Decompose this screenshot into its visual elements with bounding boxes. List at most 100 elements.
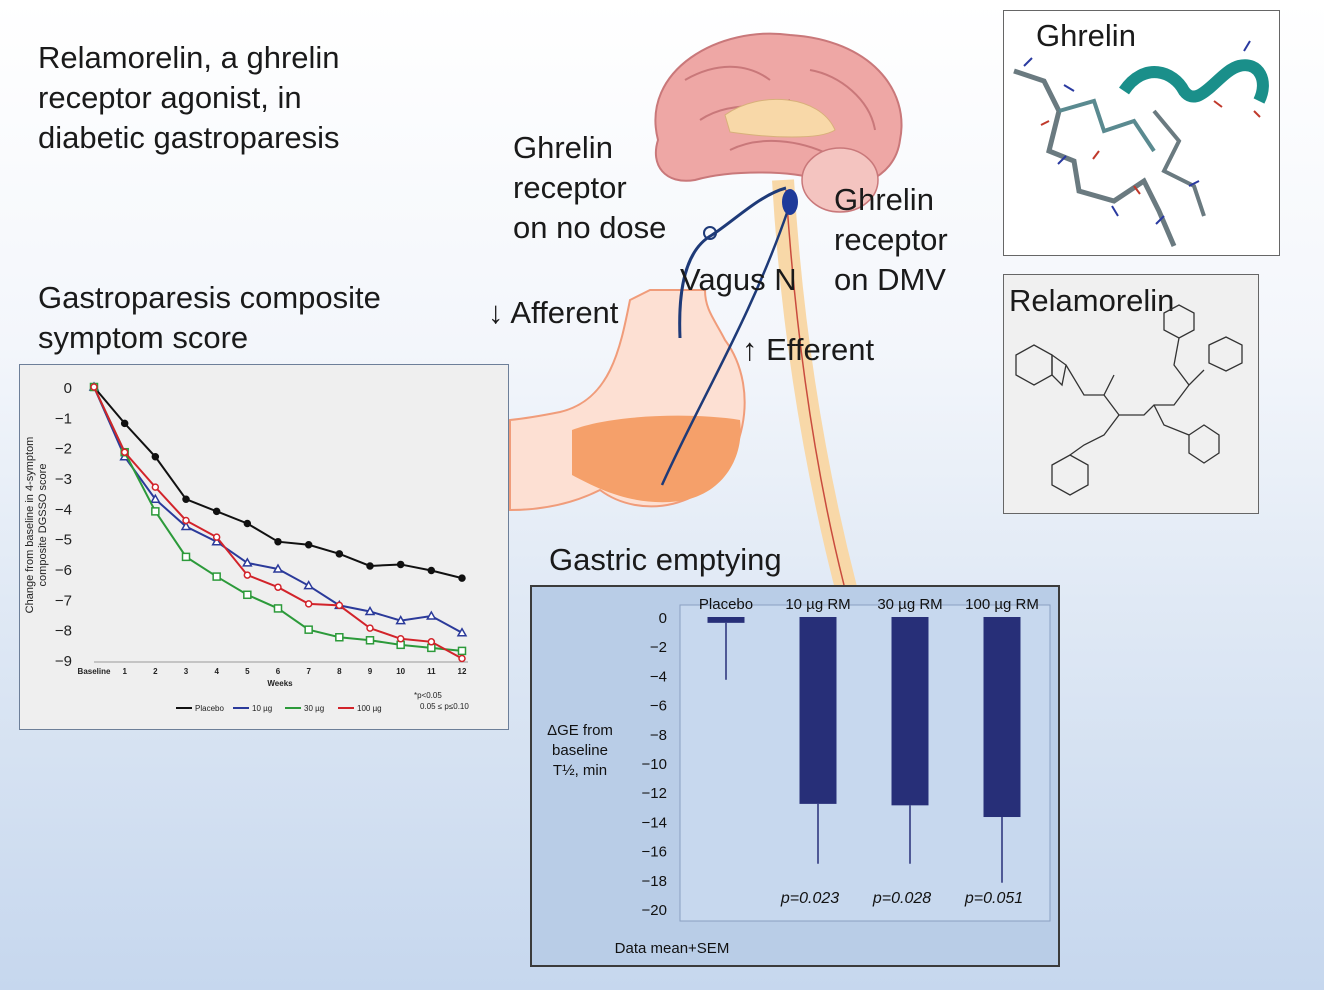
y-tick-label: −12 [642,785,667,802]
category-label: Placebo [699,596,753,613]
efferent-nerve [660,209,790,486]
afferent-nerve [678,186,787,339]
x-tick-label: 8 [337,667,342,676]
data-point [212,507,221,516]
data-note: Data mean+SEM [615,940,730,957]
data-point [150,493,161,503]
anatomy-illustration [509,32,903,591]
y-tick-label: −4 [650,668,667,685]
label-efferent: ↑ Efferent [742,330,874,370]
y-tick-label: 0 [659,610,667,627]
main-title-line: diabetic gastroparesis [38,120,340,155]
data-point [304,600,313,608]
y-tick-label: 0 [64,380,72,397]
bar [707,617,745,623]
data-point [335,550,344,558]
data-point [396,635,405,643]
down-arrow-icon: ↓ [488,295,504,330]
ghrelin-molecule-image [1013,40,1269,247]
footnote: *p<0.05 [414,691,442,700]
label-line: receptor [513,170,627,205]
data-point [366,624,374,632]
x-axis-label: Weeks [267,679,293,688]
x-tick-label: 10 [396,667,405,676]
y-tick-label: −2 [650,639,667,656]
y-tick-label: −2 [55,441,72,458]
ghrelin-structure-panel: Ghrelin [1003,10,1280,256]
p-value-label: p=0.051 [964,890,1023,907]
data-point [364,605,376,616]
data-point [365,636,375,645]
data-point [120,448,129,456]
relamorelin-label: Relamorelin [1009,283,1175,318]
cerebellum [801,147,879,213]
data-point [182,495,190,503]
data-point [304,540,313,549]
data-point [151,483,160,491]
data-point [426,610,437,620]
legend-label: Placebo [195,704,224,713]
spinal-cord [772,179,857,591]
label-afferent: ↓ Afferent [488,293,618,333]
p-value-label: p=0.028 [872,890,931,907]
y-tick-label: −14 [642,814,667,831]
x-tick-label: 7 [306,667,311,676]
bar [983,617,1021,818]
data-point [304,625,313,634]
y-tick-label: −10 [642,756,667,773]
label-line: on DMV [834,262,946,297]
x-tick-label: 1 [122,667,127,676]
bar [799,617,837,804]
data-point [366,562,374,570]
p-value-label: p=0.023 [780,890,839,907]
data-point [427,566,436,575]
afferent-text: Afferent [510,295,619,330]
legend-label: 30 µg [304,704,324,713]
data-point [458,574,466,582]
symptom-title-line: Gastroparesis composite [38,280,381,315]
label-line: on no dose [513,210,667,245]
x-tick-label: 5 [245,667,250,676]
label-line: receptor [834,222,948,257]
y-tick-label: −9 [55,653,72,670]
y-tick-label: −16 [642,844,667,861]
y-tick-label: −4 [55,501,72,518]
data-point [458,654,466,663]
y-tick-label: −3 [55,471,72,488]
y-tick-label: −6 [55,562,72,579]
legend-label: 100 µg [357,704,382,713]
footnote: 0.05 ≤ p≤0.10 [420,702,469,711]
data-point [396,560,405,569]
y-tick-label: −20 [642,902,667,919]
y-axis-label: baseline [552,742,608,759]
series-line [93,386,463,660]
main-title-line: Relamorelin, a ghrelin [38,40,340,75]
data-point [182,516,190,525]
label-ghrelin-receptor-nodose: Ghrelin receptor on no dose [513,128,666,248]
data-point [243,590,252,600]
x-tick-label: 3 [184,667,189,676]
label-line: Ghrelin [834,182,934,217]
data-point [303,580,314,590]
data-point [243,571,252,579]
data-point [457,646,467,656]
category-label: 10 µg RM [785,596,850,613]
data-point [335,601,344,610]
x-tick-label: 12 [458,667,467,676]
main-title: Relamorelin, a ghrelin receptor agonist,… [38,38,458,158]
data-point [395,615,406,625]
data-point [272,563,284,573]
data-point [427,638,436,646]
category-label: 30 µg RM [877,596,942,613]
data-point [181,552,191,562]
legend-label: 10 µg [252,704,272,713]
series-line [93,386,463,580]
bar [891,617,929,806]
data-point [242,557,253,567]
data-point [151,507,160,516]
y-axis-label: Change from baseline in 4-symptomcomposi… [24,437,49,614]
relamorelin-molecule-image [1015,304,1243,496]
y-tick-label: −18 [642,873,667,890]
data-point [456,627,468,637]
